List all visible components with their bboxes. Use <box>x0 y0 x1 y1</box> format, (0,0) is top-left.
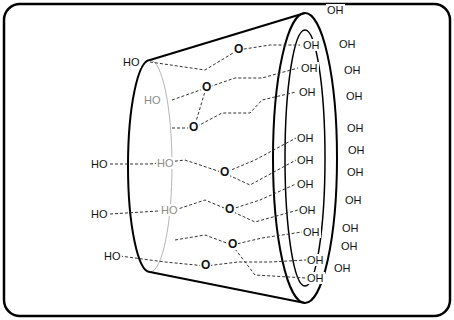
ring-oxygen: O <box>233 43 244 55</box>
hydroxyl-label: OH <box>346 166 365 178</box>
hydroxyl-label: OH <box>298 86 317 98</box>
hydroxyl-label: OH <box>296 178 315 190</box>
ring-oxygen: O <box>201 81 212 93</box>
hydroxyl-label: OH <box>345 90 364 102</box>
glucose-bonds <box>110 45 306 278</box>
hydroxyl-label: OH <box>296 132 315 144</box>
cone-bottom <box>150 272 305 303</box>
hydroxyl-label: OH <box>340 240 359 252</box>
hydroxyl-label: HO <box>90 208 109 220</box>
hydroxyl-label: OH <box>344 194 363 206</box>
hydroxyl-label: OH <box>296 154 315 166</box>
hydroxyl-label: OH <box>306 254 325 266</box>
hydroxyl-label: OH <box>326 4 345 16</box>
ring-oxygen: O <box>219 166 230 178</box>
hydroxyl-label: OH <box>302 226 321 238</box>
hydroxyl-label: HO <box>122 56 141 68</box>
hydroxyl-label: OH <box>300 62 319 74</box>
hydroxyl-label: HO <box>156 157 175 169</box>
cone-top <box>150 13 305 60</box>
hydroxyl-label: OH <box>338 38 357 50</box>
hydroxyl-label: OH <box>333 262 352 274</box>
hydroxyl-label: OH <box>298 204 317 216</box>
ring-oxygen: O <box>188 121 199 133</box>
ring-oxygen: O <box>227 238 238 250</box>
hydroxyl-label: HO <box>143 94 162 106</box>
ring-oxygen: O <box>200 259 211 271</box>
front-rim <box>128 60 150 272</box>
hydroxyl-label: OH <box>346 122 365 134</box>
frame <box>4 4 450 316</box>
hydroxyl-label: HO <box>90 158 109 170</box>
hydroxyl-label: HO <box>160 204 179 216</box>
hydroxyl-label: OH <box>347 144 366 156</box>
inner-rim <box>285 30 325 286</box>
hydroxyl-label: OH <box>302 39 321 51</box>
hydroxyl-label: HO <box>103 250 122 262</box>
hydroxyl-label: OH <box>343 64 362 76</box>
wide-rim <box>273 13 337 303</box>
hydroxyl-label: OH <box>341 222 360 234</box>
hydroxyl-label: OH <box>306 272 325 284</box>
ring-oxygen: O <box>224 203 235 215</box>
